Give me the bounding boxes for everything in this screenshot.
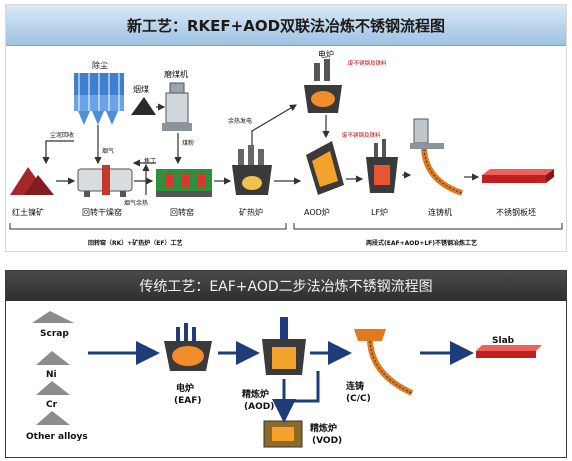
trad-aod-unit <box>262 317 306 375</box>
input-other-alloys-label: Other alloys <box>26 432 88 442</box>
section-brackets <box>9 223 563 230</box>
input-piles <box>32 311 74 425</box>
ore-furnace-label: 矿热炉 <box>239 207 263 217</box>
aod-unit <box>306 141 344 195</box>
lf-label: LF炉 <box>371 207 388 217</box>
rotary-dryer-unit <box>77 165 133 197</box>
dust-removal-unit <box>74 73 124 125</box>
trad-flow-arrows <box>88 341 474 423</box>
coal-label: 烟煤 <box>133 84 149 94</box>
aod-label: AOD炉 <box>304 207 330 217</box>
right-section-label: 两段式(EAF+AOD+LF)不锈钢冶炼工艺 <box>366 239 477 247</box>
slab-unit <box>482 169 554 183</box>
caster-label: 连铸机 <box>428 207 452 217</box>
trad-eaf-en-label: (EAF) <box>174 396 202 406</box>
slab-label: 不锈钢板坯 <box>496 207 536 217</box>
flow-arrows <box>42 103 480 195</box>
scrap-top-label: 废不锈钢及铁料 <box>348 59 387 67</box>
input-cr-label: Cr <box>46 400 58 410</box>
new-process-panel: 新工艺：RKEF+AOD双联法冶炼不锈钢流程图 除尘 烟煤 磨 <box>5 4 567 252</box>
dust-removal-label: 除尘 <box>92 60 108 70</box>
new-process-title: 新工艺：RKEF+AOD双联法冶炼不锈钢流程图 <box>6 5 566 46</box>
traditional-process-panel: 传统工艺：EAF+AOD二步法冶炼不锈钢流程图 Scrap Ni Cr Othe… <box>5 270 567 458</box>
left-section-label: 回转窑（RK）+矿热炉（EF）工艺 <box>88 239 183 247</box>
eaf-unit <box>304 59 342 113</box>
scrap-mid-label: 废不锈钢及铁料 <box>342 131 381 139</box>
trad-slab-unit <box>476 345 542 358</box>
lf-unit <box>366 139 398 193</box>
trad-caster-unit <box>354 329 414 396</box>
flue-gas-heat-label: 烟气余热 <box>124 199 148 207</box>
trad-vod-cn-label: 精炼炉 <box>310 422 337 434</box>
traditional-process-diagram: Scrap Ni Cr Other alloys 电炉 (EAF) 精炼炉 (A… <box>26 311 542 448</box>
coal-pile-icon <box>131 97 156 115</box>
input-ni-label: Ni <box>46 370 57 380</box>
waste-heat-power-label: 余热发电 <box>228 117 252 125</box>
dust-recovery-label: 尘泥回收 <box>50 131 74 139</box>
trad-vod-unit <box>263 420 303 448</box>
trad-eaf-cn-label: 电炉 <box>176 382 194 394</box>
rotary-kiln-label: 回转窑 <box>170 207 194 217</box>
trad-cc-en-label: (C/C) <box>346 394 371 404</box>
rotary-kiln-unit <box>156 169 212 197</box>
trad-slab-label: Slab <box>492 336 515 346</box>
coal-powder-label: 煤粉 <box>182 139 194 147</box>
trad-cc-cn-label: 连铸 <box>346 380 364 392</box>
trad-aod-en-label: (AOD) <box>244 402 274 412</box>
coal-mill-unit <box>162 82 192 131</box>
eaf-label: 电炉 <box>318 49 334 59</box>
input-scrap-label: Scrap <box>40 329 69 339</box>
coke-label: 焦丁 <box>144 157 156 165</box>
rotary-dryer-label: 回转干燥窑 <box>82 207 122 217</box>
flue-gas-label: 烟气 <box>102 147 114 155</box>
traditional-process-title: 传统工艺：EAF+AOD二步法冶炼不锈钢流程图 <box>6 271 566 301</box>
nickel-ore-label: 红土镍矿 <box>12 207 44 217</box>
ore-furnace-unit <box>232 145 272 195</box>
new-process-diagram: 除尘 烟煤 磨煤机 红土镍矿 回转干燥窑 <box>9 49 563 247</box>
trad-vod-en-label: (VOD) <box>312 436 342 446</box>
trad-aod-cn-label: 精炼炉 <box>242 388 269 400</box>
coal-mill-label: 磨煤机 <box>164 69 188 79</box>
trad-eaf-unit <box>164 323 212 371</box>
caster-unit <box>410 118 464 196</box>
